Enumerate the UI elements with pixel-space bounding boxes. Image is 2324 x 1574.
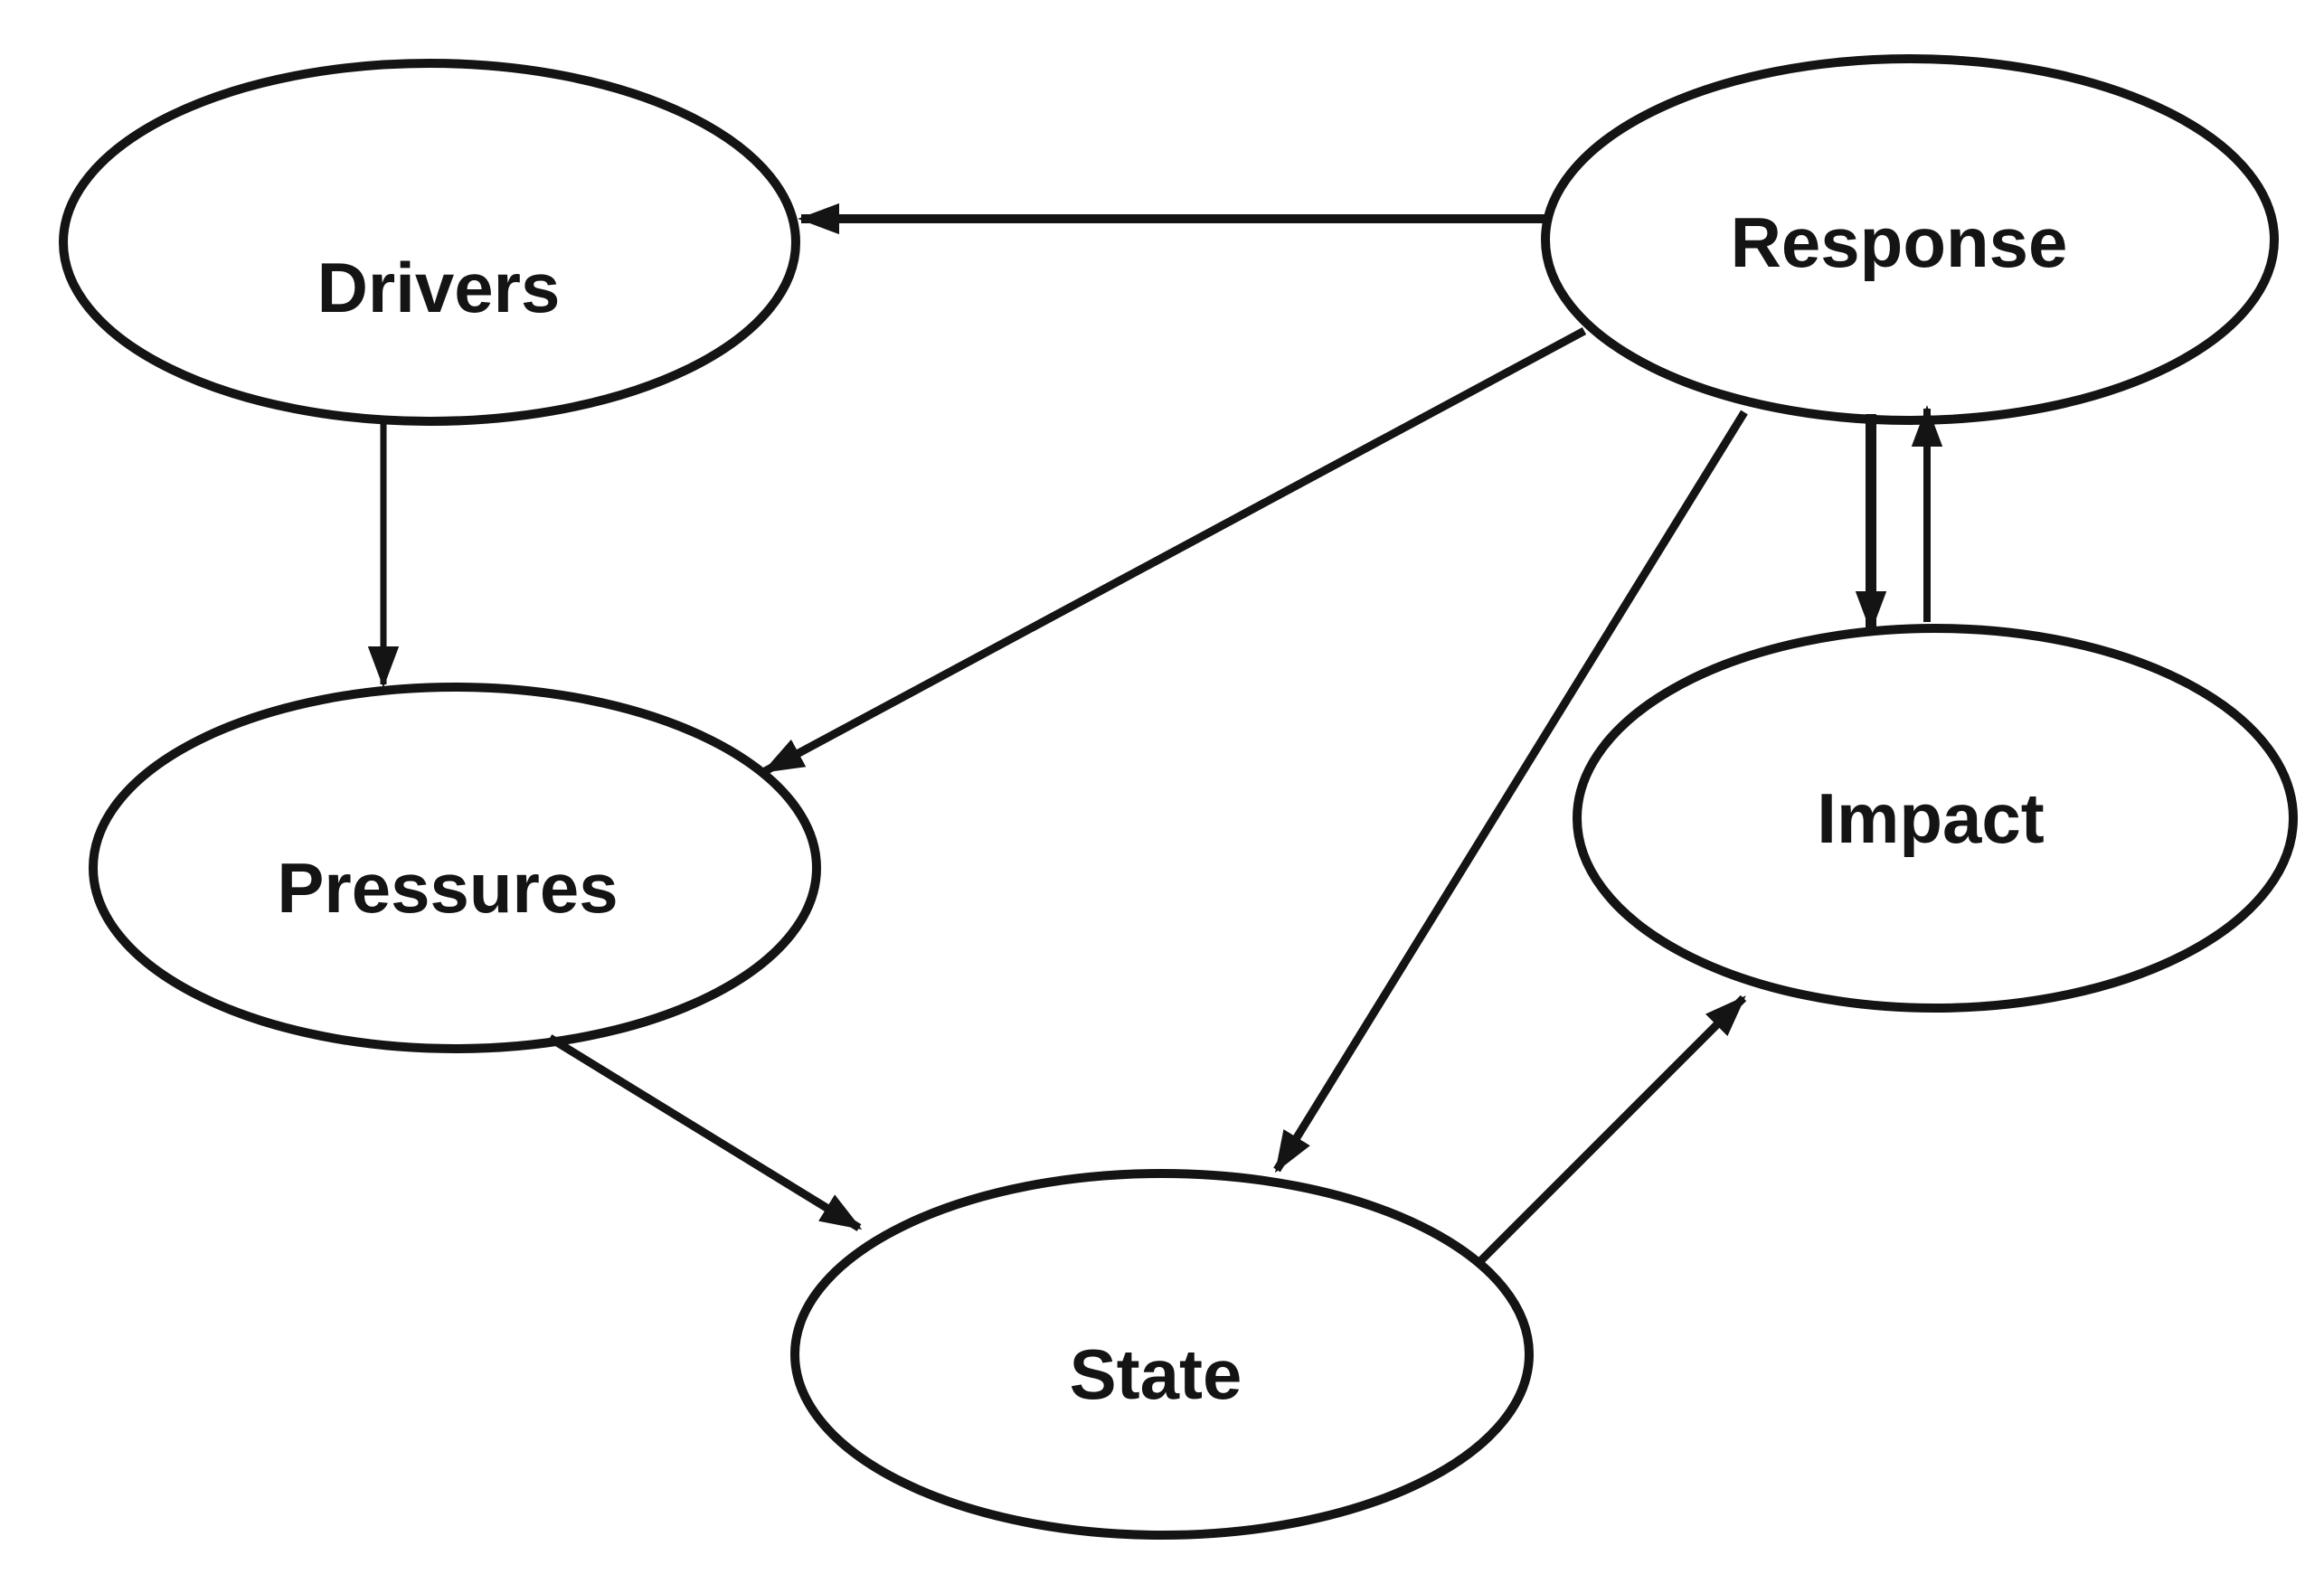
node-state-shape (790, 1169, 1534, 1540)
edge-state-to-impact (1476, 994, 1747, 1266)
node-state-label: State (1070, 1334, 1242, 1414)
node-response-shape (1541, 54, 2279, 425)
node-drivers-label: Drivers (317, 248, 561, 327)
node-pressures-shape (89, 683, 821, 1053)
node-drivers-shape (59, 59, 800, 426)
edge-response-to-pressures (761, 327, 1587, 775)
node-response-label: Response (1731, 203, 2068, 282)
node-impact-label: Impact (1817, 778, 2044, 858)
node-impact-shape (1573, 624, 2298, 1013)
edge-pressures-to-state (547, 1034, 863, 1231)
edge-response-to-state (1273, 410, 1748, 1173)
node-pressures-label: Pressures (277, 848, 618, 928)
